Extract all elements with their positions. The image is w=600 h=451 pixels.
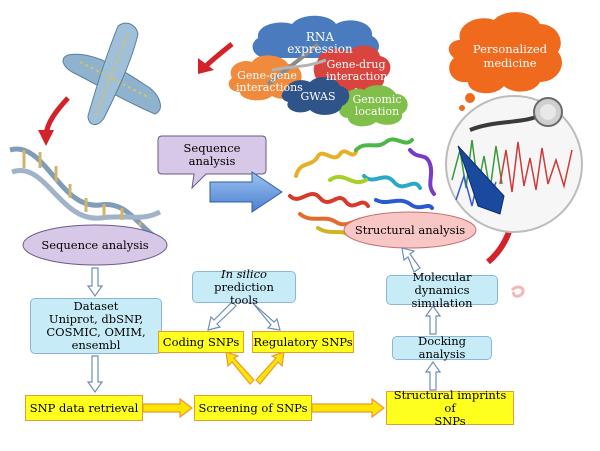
dataset-line-1: Dataset — [73, 299, 119, 313]
stethoscope-sequence-image — [445, 95, 583, 233]
blue-block-arrow — [209, 171, 283, 213]
molecular-dynamics-box: Molecular dynamics simulation — [386, 270, 498, 309]
sequence-analysis-callout: Sequence analysis — [183, 141, 241, 168]
prediction-text: prediction — [214, 279, 274, 294]
structural-imprints-box: Structural imprints of SNPs — [386, 387, 514, 428]
pink-swirl — [510, 285, 525, 298]
flow-arrows-hollow — [86, 247, 442, 394]
gwas-label: GWAS — [300, 90, 336, 103]
genomic-location-label: Genomic location — [352, 93, 402, 118]
red-arrow-chromosome-to-dna — [38, 96, 70, 146]
prediction-tools-line-1: In silico prediction — [193, 266, 295, 294]
coding-snps-box: Coding SNPs — [158, 331, 244, 353]
dna-helix-illustration — [9, 146, 164, 243]
dataset-line-4: ensembl — [71, 338, 121, 352]
flow-arrows-orange — [142, 351, 385, 419]
prediction-tools-line-2: tools — [229, 292, 259, 307]
clouds-cluster — [228, 15, 408, 127]
screening-of-snps-box: Screening of SNPs — [194, 395, 312, 421]
sequence-analysis-label: Sequence analysis — [41, 237, 149, 252]
in-silico-text: In silico — [221, 266, 267, 281]
gene-drug-interaction-label: Gene-drug interaction — [326, 58, 388, 83]
prediction-tools-box: In silico prediction tools — [192, 266, 296, 306]
structural-imprints-line-1: Structural imprints of — [393, 387, 507, 415]
structural-imprints-line-2: SNPs — [434, 413, 466, 428]
personalized-medicine-cloud — [448, 12, 562, 111]
molecular-dynamics-line-2: simulation — [411, 295, 473, 310]
sequence-analysis-callout-shape — [157, 135, 267, 190]
dataset-box: Dataset Uniprot, dbSNP, COSMIC, OMIM, en… — [30, 298, 162, 354]
dataset-line-3: COSMIC, OMIM, — [46, 325, 146, 339]
molecular-dynamics-line-1: Molecular dynamics — [412, 269, 472, 297]
docking-analysis-box: Docking analysis — [392, 335, 492, 361]
rna-expression-label: RNA expression — [287, 30, 353, 56]
sequence-analysis-ellipse-shape — [22, 224, 168, 266]
red-arrow-clouds-to-chromosome — [198, 42, 234, 74]
dataset-line-2: Uniprot, dbSNP, — [48, 312, 144, 326]
snp-data-retrieval-box: SNP data retrieval — [25, 395, 143, 421]
regulatory-snps-box: Regulatory SNPs — [252, 331, 354, 353]
structural-analysis-label: Structural analysis — [354, 222, 466, 237]
chromosome-illustration — [62, 22, 161, 125]
structural-analysis-ellipse-shape — [343, 211, 477, 249]
gene-gene-interactions-label: Gene-gene interactions — [236, 69, 303, 94]
personalized-medicine-label: Personalized medicine — [472, 42, 548, 70]
